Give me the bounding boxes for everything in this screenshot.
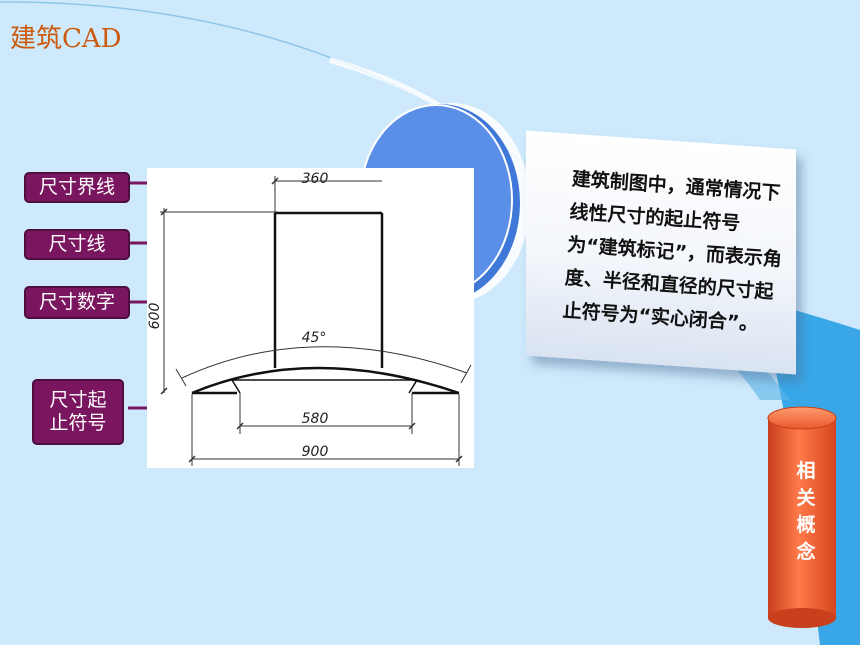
label-terminator[interactable]: 尺寸起 止符号: [32, 379, 124, 445]
dim-top-label: 360: [302, 171, 329, 187]
dim-left-label: 600: [147, 303, 163, 330]
label-extension-line[interactable]: 尺寸界线: [24, 172, 130, 203]
tip-note-text: 建筑制图中，通常情况下线性尺寸的起止符号为“建筑标记”，而表示角度、半径和直径的…: [561, 167, 783, 336]
dim-inner-label: 580: [302, 411, 329, 427]
label-terminator-line1: 尺寸起: [49, 389, 107, 412]
range-hood-drawing: 360 600 45° 580 900: [147, 168, 474, 468]
slide-title: 建筑CAD: [10, 24, 122, 54]
label-dimension-line[interactable]: 尺寸线: [24, 229, 130, 260]
concept-cylinder-label[interactable]: 相关概念: [796, 460, 816, 563]
dim-bottom-label: 900: [302, 444, 329, 460]
label-dimension-number[interactable]: 尺寸数字: [24, 286, 130, 319]
tip-note: 建筑制图中，通常情况下线性尺寸的起止符号为“建筑标记”，而表示角度、半径和直径的…: [518, 130, 818, 430]
dim-angle-label: 45°: [302, 330, 327, 346]
concept-cylinder-body: [768, 418, 836, 618]
concept-cylinder-cap: [767, 406, 837, 430]
label-terminator-line2: 止符号: [49, 412, 107, 434]
tip-circle-label[interactable]: 提示: [422, 192, 467, 217]
